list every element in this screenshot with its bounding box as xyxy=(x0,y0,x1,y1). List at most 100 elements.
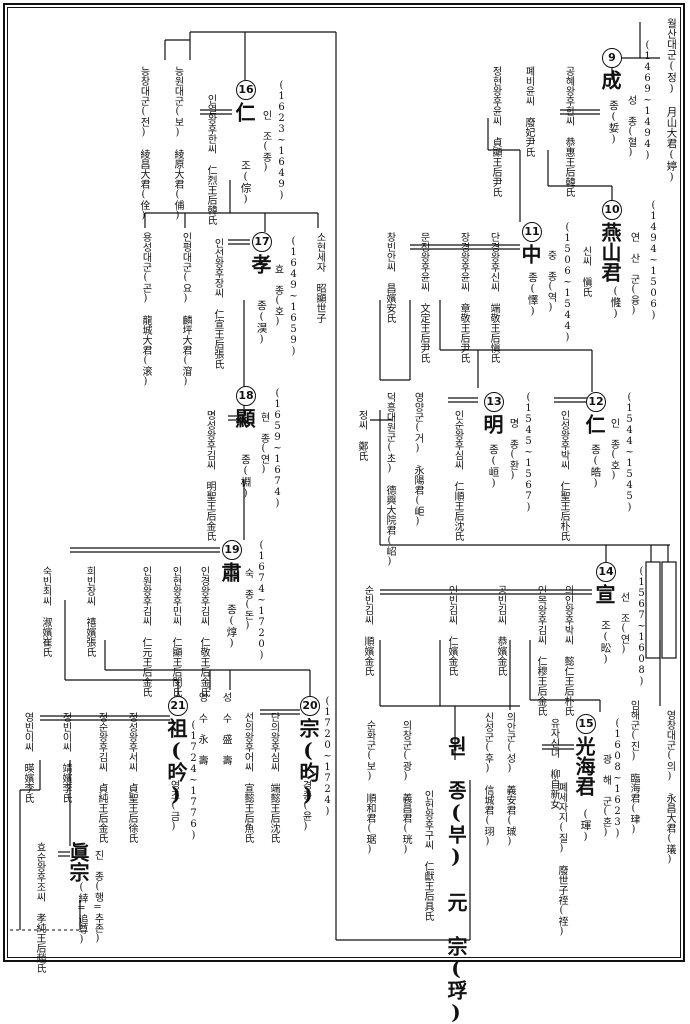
generation-number-18: 18 xyxy=(236,386,256,406)
person-wolsan: 월산대군(정) 月山大君(婷) xyxy=(665,18,678,183)
queen-jeongsun: 정순왕후김씨 貞純王后金氏 xyxy=(96,712,107,843)
queen-uiin: 의인왕후박씨 懿仁王后朴氏 xyxy=(562,585,573,716)
person-sohyeon: 소현세자 昭顯世子 xyxy=(314,232,325,323)
generation-number-13: 13 xyxy=(484,392,504,412)
queen-inwon: 인원왕후김씨 仁元王后金氏 xyxy=(140,566,151,697)
king-name-21: 祖(昑) xyxy=(164,718,188,806)
generation-number-19: 19 xyxy=(222,540,242,560)
queen-yu: 유자신녀 柳自新女 xyxy=(548,718,559,809)
king-era-14: (1567~1608) xyxy=(636,566,647,687)
king-title-19: 숙 종(돈) xyxy=(242,568,253,631)
queen-inseong: 인성왕후박씨 仁聖王后朴氏 xyxy=(558,410,569,541)
person-imhae: 임해군(진) 臨海君(珒) xyxy=(628,700,639,835)
king-sub-9: 종(娎) xyxy=(607,100,620,145)
concubine-changbin: 창빈안씨 昌嬪安氏 xyxy=(384,232,395,323)
queen-jeongseong: 정성왕후서씨 貞聖王后徐氏 xyxy=(126,712,137,843)
person-sunhwa: 순화군(보) 順和君(琚) xyxy=(364,720,375,855)
king-era-11: (1506~1544) xyxy=(562,222,573,343)
queen-inseon: 인선왕후장씨 仁宣王后張氏 xyxy=(212,238,223,369)
king-title-15: 광 해 군(혼) xyxy=(600,754,611,838)
king-sub-11: 종(懌) xyxy=(526,272,539,317)
king-name-15: 光海君 xyxy=(572,736,596,796)
person-sinseong: 신성군(후) 信城君(珝) xyxy=(482,712,493,847)
person-yongseong: 용성대군(곤) 龍城大君(滚) xyxy=(140,232,151,387)
king-name-19: 肅 xyxy=(218,562,242,582)
king-title-14: 선 조(연) xyxy=(618,592,629,655)
connector xyxy=(645,561,661,659)
concubine-sunbin: 순빈김씨 順嬪金氏 xyxy=(362,585,373,676)
queen-insun: 인순왕후심씨 仁順王后沈氏 xyxy=(452,410,463,541)
generation-number-12: 12 xyxy=(586,392,606,412)
king-title-11: 중 종(역) xyxy=(545,250,556,313)
person-neungwon: 능원대군(보) 綾原大君(俌) xyxy=(172,66,183,221)
generation-number-17: 17 xyxy=(252,232,272,252)
king-name-18: 顯 xyxy=(232,408,256,428)
outer-frame xyxy=(3,3,685,962)
king-title-jinjong: 진 종(행=추존) xyxy=(92,850,103,944)
king-title-12: 인 종(호) xyxy=(608,418,619,481)
generation-number-9: 9 xyxy=(602,48,622,68)
concubine-jeongbin: 정빈이씨 靖嬪李氏 xyxy=(60,712,71,803)
queen-munjeong: 문정왕후윤씨 文定王后尹氏 xyxy=(418,232,429,363)
queen-sin: 신씨 愼氏 xyxy=(580,246,591,297)
king-name-9: 成 xyxy=(598,70,622,90)
king-era-15: (1608~1623) xyxy=(612,718,623,839)
king-name-16: 仁 xyxy=(232,102,256,122)
queen-seonui: 선의왕후어씨 宣懿王后魚氏 xyxy=(242,712,253,843)
person-uian: 의안군(성) 義安君(珹) xyxy=(504,712,515,847)
generation-number-11: 11 xyxy=(522,222,542,242)
queen-inryeol: 인열왕후한씨 仁烈王后韓氏 xyxy=(205,94,216,225)
queen-pyebi-yun: 폐비윤씨 廢妃尹氏 xyxy=(523,66,534,157)
person-jeongssi: 정씨 鄭氏 xyxy=(356,410,367,461)
king-title-17: 효 종(호) xyxy=(272,264,283,327)
connector-lines xyxy=(10,22,677,941)
king-title-18: 현 종(연) xyxy=(258,412,269,475)
king-era-18: (1659~1674) xyxy=(272,388,283,509)
person-seongsu: 성 수 盛 壽 xyxy=(220,692,231,765)
king-era-12: (1544~1545) xyxy=(624,392,635,513)
queen-danui: 단의왕후심씨 端懿王后沈氏 xyxy=(268,712,279,843)
generation-number-21: 21 xyxy=(168,696,188,716)
concubine-gongbin: 공빈김씨 恭嬪金氏 xyxy=(495,585,506,676)
connector xyxy=(661,561,677,659)
king-name-10: 燕山君 xyxy=(598,222,622,282)
king-name-13: 明 xyxy=(480,414,504,434)
king-sub-jinjong: (緈=追尊) xyxy=(76,882,87,945)
king-title-20: 경종(윤) xyxy=(300,780,311,832)
king-sub-16: 조(倧) xyxy=(239,160,252,205)
king-title-10: 연 산 군(융) xyxy=(628,232,639,316)
king-name-11: 中 xyxy=(518,244,542,264)
king-sub-17: 종(淏) xyxy=(255,300,268,345)
king-name-12: 仁 xyxy=(582,414,606,434)
king-sub-13: 종(峘) xyxy=(487,444,500,489)
person-neungchang: 능창대군(전) 綾昌大君(佺) xyxy=(138,66,149,221)
king-name-jinjong: 眞宗 xyxy=(66,842,90,882)
king-sub-10: (㦕) xyxy=(609,285,622,320)
queen-inmok: 인목왕후김씨 仁穆王后金氏 xyxy=(535,585,546,716)
generation-number-15: 15 xyxy=(576,714,596,734)
king-sub-15: (琿) xyxy=(579,808,592,843)
king-era-20: (1720~1724) xyxy=(322,696,333,817)
concubine-yeongbin: 영빈이씨 暎嬪李氏 xyxy=(22,712,33,803)
king-era-21: (1724~1776) xyxy=(188,720,199,841)
queen-hyosun: 효순왕후조씨 孝純王后趙氏 xyxy=(34,842,45,973)
generation-number-16: 16 xyxy=(236,80,256,100)
person-inpyeong: 인평대군(요) 麟坪大君(㴭) xyxy=(180,232,191,387)
king-title-9: 성 종(혈) xyxy=(625,95,636,158)
generation-number-10: 10 xyxy=(602,200,622,220)
king-name-wonjong: 원 종(부) 元 宗(琈) xyxy=(444,736,468,1024)
king-name-14: 宣 xyxy=(592,584,616,604)
king-era-19: (1674~1720) xyxy=(256,540,267,661)
generation-number-14: 14 xyxy=(596,562,616,582)
person-yeongchang: 영창대군(의) 永昌大君(㼁) xyxy=(664,710,675,865)
queen-myeongseong: 명성왕후김씨 明聖王后金氏 xyxy=(204,410,215,541)
king-era-9: (1469~1494) xyxy=(642,40,653,161)
king-era-16: (1623~1649) xyxy=(276,80,287,201)
king-title-16: 인 조(종) xyxy=(260,110,271,173)
person-yeongyang: 영양군(거) 永陽君(岠) xyxy=(412,392,423,527)
queen-inheon: 인헌왕후구씨 仁獻王后具氏 xyxy=(422,790,433,921)
queen-ingyeong: 인경왕후김씨 仁敬王后金氏 xyxy=(198,566,209,697)
king-sub-12: 종(皓) xyxy=(589,444,602,489)
king-sub-19: 종(焞) xyxy=(225,604,238,649)
king-era-10: (1494~1506) xyxy=(648,200,659,321)
